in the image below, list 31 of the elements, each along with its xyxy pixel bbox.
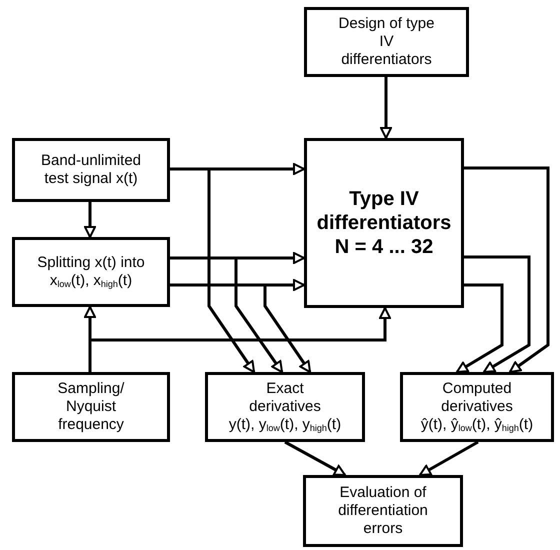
box-label: Evaluation of differentiation errors [337,484,429,538]
arrow [170,284,312,373]
arrow [88,307,391,372]
process-box [400,372,554,442]
process-box [304,7,469,77]
box-label: y(t), y$_{low}$(t), y$_{high}$(t) [228,416,342,434]
arrow [170,168,256,373]
arrow [84,202,96,238]
process-box [304,138,464,308]
arrow [419,440,479,476]
box-label: Band-unlimited test signal x(t) [40,152,142,188]
box-label: Exact derivatives [248,380,322,416]
arrow [380,77,392,139]
box-label: Design of type IV differentiators [338,15,436,69]
box-label: Computed derivatives [440,380,514,416]
box-label: Sampling/ Nyquist frequency [56,380,126,434]
arrow [464,256,530,374]
arrow [456,284,504,374]
process-box [12,372,170,442]
box-title: N = 4 ... 32 [334,235,434,259]
box-title: Type IV differentiators [316,187,452,235]
box-label: x$_{low}$(t), x$_{high}$(t) [50,272,132,290]
arrow [170,256,284,373]
process-box [205,372,365,442]
process-box [12,237,170,307]
arrow [284,440,346,476]
arrow [464,166,550,374]
box-label: Splitting x(t) into [37,254,145,272]
process-box [12,138,170,202]
process-box [303,475,463,547]
box-label: ŷ(t), ŷ$_{low}$(t), ŷ$_{high}$(t) [420,416,534,434]
